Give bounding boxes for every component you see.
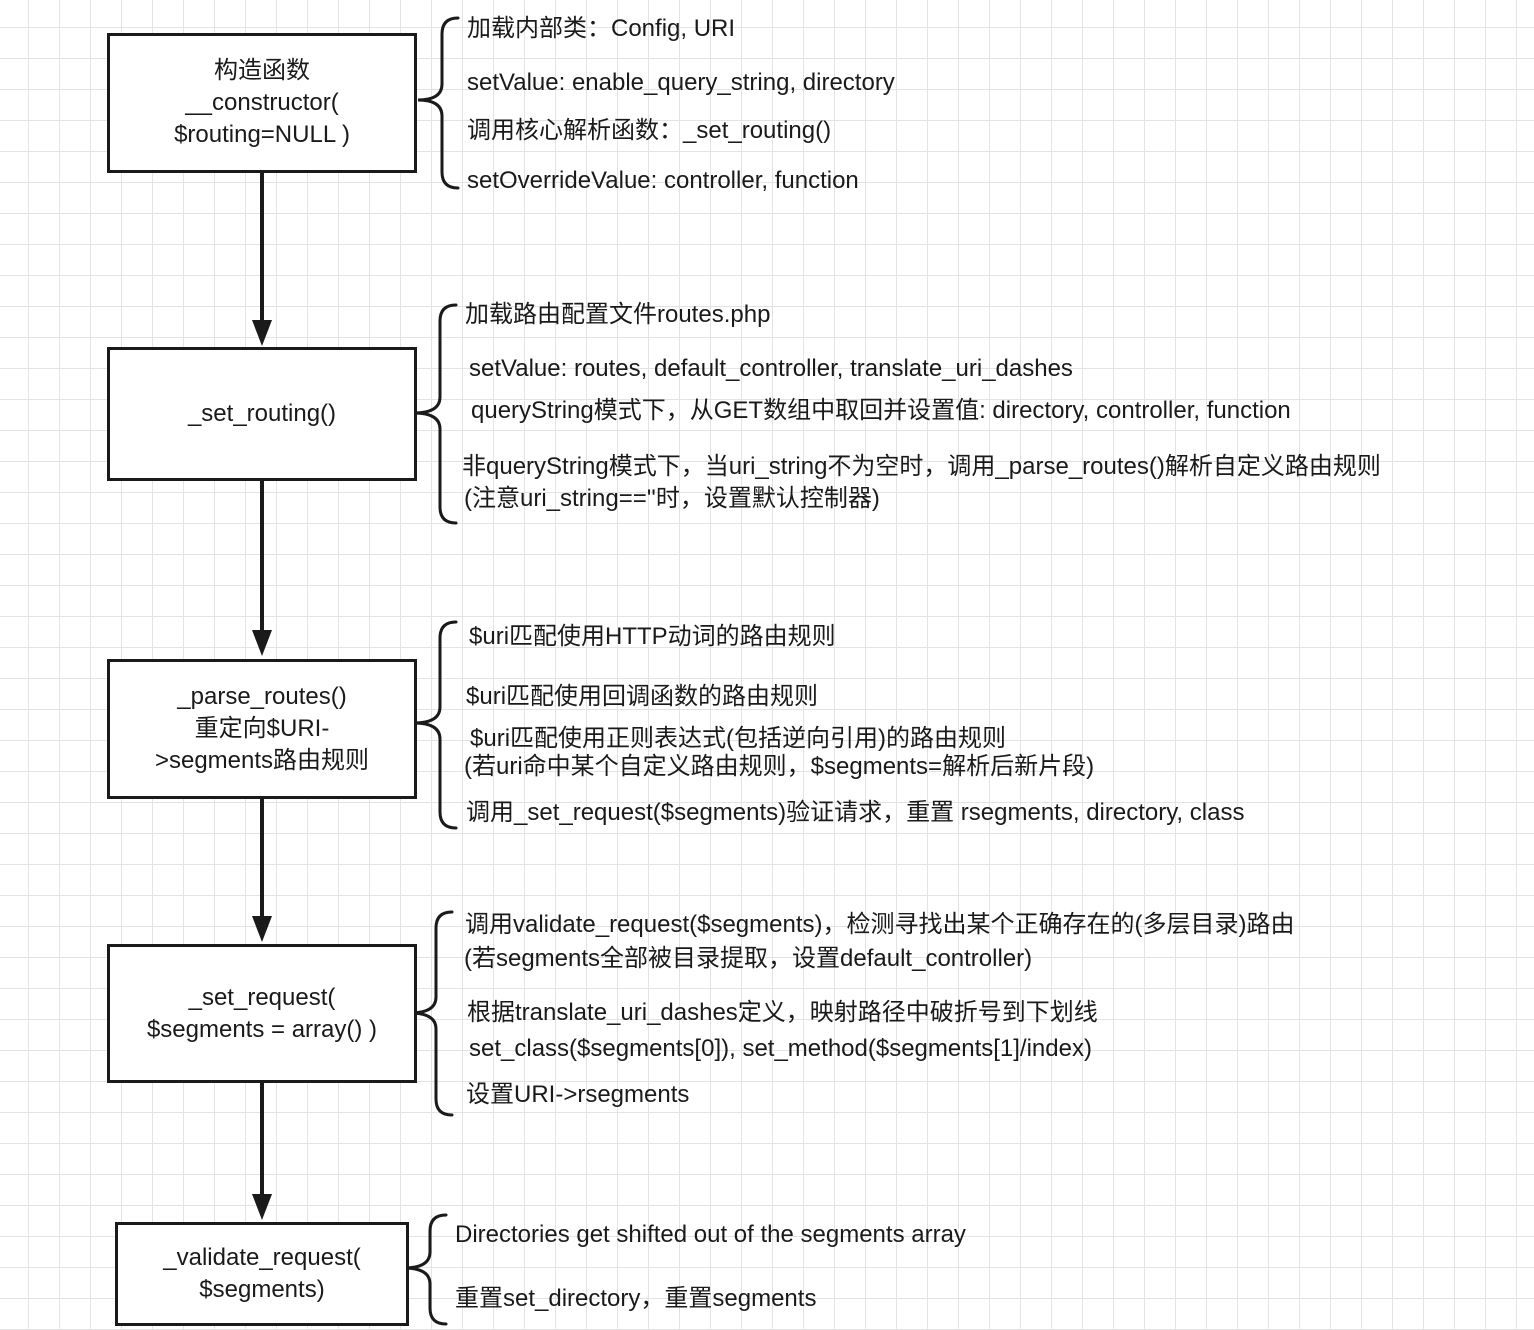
- brace-set-routing: [413, 303, 458, 525]
- arrowhead-2: [252, 630, 272, 656]
- node-constructor-line-3: $routing=NULL ): [174, 121, 350, 148]
- arrowhead-3: [252, 916, 272, 942]
- note-parse-routes-4: (若uri命中某个自定义路由规则，$segments=解析后新片段): [464, 753, 1095, 780]
- node-parse-routes-line-3: >segments路由规则: [154, 747, 370, 774]
- node-validate-request-line-2: $segments): [199, 1276, 325, 1303]
- note-set-routing-5: (注意uri_string==''时，设置默认控制器): [464, 485, 880, 512]
- note-set-request-5: 设置URI->rsegments: [466, 1081, 690, 1108]
- node-validate-request-line-1: _validate_request(: [163, 1244, 361, 1271]
- note-set-request-3: 根据translate_uri_dashes定义，映射路径中破折号到下划线: [467, 999, 1098, 1026]
- note-constructor-2: setValue: enable_query_string, directory: [467, 69, 895, 96]
- note-set-routing-4: 非queryString模式下，当uri_string不为空时，调用_parse…: [462, 453, 1381, 480]
- note-set-request-4: set_class($segments[0]), set_method($seg…: [469, 1035, 1092, 1062]
- note-validate-request-2: 重置set_directory，重置segments: [455, 1285, 817, 1312]
- note-parse-routes-5: 调用_set_request($segments)验证请求，重置 rsegmen…: [466, 799, 1245, 826]
- brace-constructor: [417, 16, 460, 190]
- node-constructor-line-2: __constructor(: [185, 89, 339, 116]
- note-constructor-1: 加载内部类：Config, URI: [467, 15, 736, 42]
- note-parse-routes-3: $uri匹配使用正则表达式(包括逆向引用)的路由规则: [470, 725, 1007, 752]
- note-constructor-4: setOverrideValue: controller, function: [467, 167, 859, 194]
- note-parse-routes-2: $uri匹配使用回调函数的路由规则: [466, 683, 819, 710]
- node-constructor: 构造函数 __constructor( $routing=NULL ): [107, 33, 417, 173]
- brace-parse-routes: [413, 620, 458, 830]
- note-set-routing-1: 加载路由配置文件routes.php: [465, 301, 771, 328]
- node-parse-routes: _parse_routes() 重定向$URI- >segments路由规则: [107, 659, 417, 799]
- note-set-routing-3: queryString模式下，从GET数组中取回并设置值: directory,…: [471, 397, 1291, 424]
- node-constructor-line-1: 构造函数: [214, 57, 310, 84]
- node-parse-routes-line-2: 重定向$URI-: [194, 715, 330, 742]
- node-set-request-line-2: $segments = array() ): [146, 1015, 378, 1043]
- note-constructor-3: 调用核心解析函数：_set_routing(): [467, 117, 832, 144]
- note-set-request-2: (若segments全部被目录提取，设置default_controller): [464, 945, 1033, 972]
- note-validate-request-1: Directories get shifted out of the segme…: [455, 1221, 966, 1248]
- arrowhead-1: [252, 320, 272, 346]
- note-parse-routes-1: $uri匹配使用HTTP动词的路由规则: [469, 623, 836, 650]
- node-parse-routes-line-1: _parse_routes(): [177, 683, 347, 710]
- node-set-request: _set_request( $segments = array() ): [107, 944, 417, 1083]
- arrowhead-4: [252, 1194, 272, 1220]
- node-set-routing: _set_routing(): [107, 347, 417, 481]
- note-set-routing-2: setValue: routes, default_controller, tr…: [469, 355, 1073, 382]
- node-validate-request: _validate_request( $segments): [115, 1222, 409, 1326]
- node-set-request-line-1: _set_request(: [188, 983, 336, 1011]
- node-set-routing-line-1: _set_routing(): [187, 400, 337, 427]
- brace-validate-request: [403, 1213, 448, 1326]
- note-set-request-1: 调用validate_request($segments)，检测寻找出某个正确存…: [465, 911, 1295, 938]
